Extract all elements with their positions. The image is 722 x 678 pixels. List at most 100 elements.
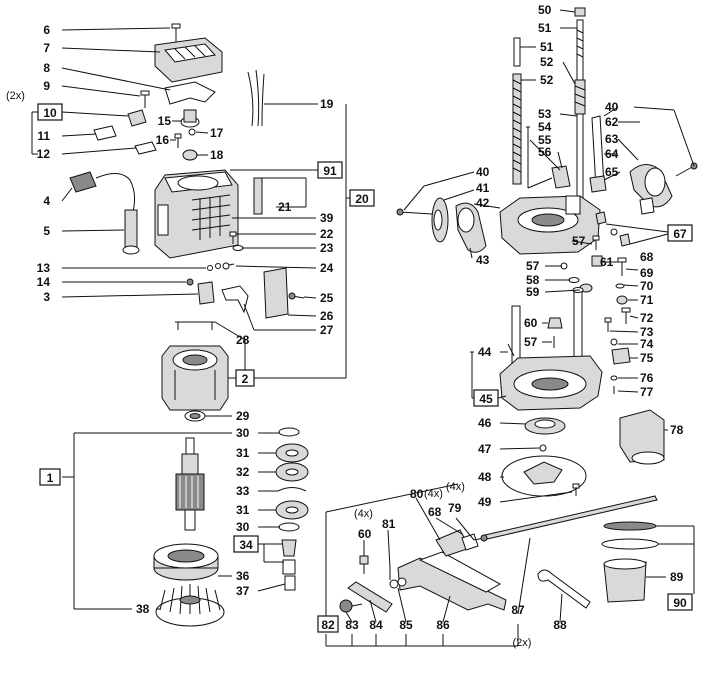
screw-60b [359, 555, 369, 574]
motor-housing-91 [154, 169, 239, 259]
bearing-32 [275, 462, 309, 482]
qty-86: (2x) [513, 637, 532, 649]
screw-16 [174, 133, 182, 148]
power-cord-4 [69, 171, 136, 216]
base-disc-48 [501, 455, 587, 497]
label-20: 20 [355, 192, 369, 206]
label-91: 91 [323, 164, 337, 178]
label-87: 87 [511, 603, 525, 617]
qty-68: (4x) [424, 488, 443, 500]
label-31a: 31 [236, 446, 250, 460]
qty-79: (4x) [446, 481, 465, 493]
label-69: 69 [640, 266, 654, 280]
cable-19 [247, 69, 265, 127]
label-73: 73 [640, 325, 654, 339]
label-18: 18 [210, 148, 224, 162]
pin-44 [507, 343, 515, 357]
label-39: 39 [320, 211, 334, 225]
label-3: 3 [43, 290, 50, 304]
qty-10: (2x) [6, 90, 25, 102]
ring-90a [603, 521, 657, 531]
field-coil-2 [161, 345, 229, 411]
label-41: 41 [476, 181, 490, 195]
label-54: 54 [538, 120, 552, 134]
label-49: 49 [478, 495, 492, 509]
screw-79 [473, 534, 488, 542]
armature-1 [175, 437, 205, 531]
label-45: 45 [479, 392, 493, 406]
label-72: 72 [640, 311, 654, 325]
circlip-30b [278, 522, 300, 532]
box-20 [349, 189, 375, 207]
label-71: 71 [640, 293, 654, 307]
screw-72 [621, 307, 631, 324]
label-56: 56 [538, 145, 552, 159]
label-85: 85 [399, 618, 413, 632]
leader-lines [31, 9, 695, 647]
brush-15 [180, 109, 200, 128]
ring-76 [610, 375, 618, 381]
label-75: 75 [640, 351, 654, 365]
bearing-29 [184, 410, 206, 422]
label-14: 14 [37, 275, 51, 289]
label-57c: 57 [524, 335, 538, 349]
label-2: 2 [242, 372, 249, 386]
label-67: 67 [673, 227, 687, 241]
box-67 [667, 224, 693, 242]
rod-53 [576, 113, 584, 201]
ring-23 [232, 245, 244, 251]
screw-74 [610, 338, 618, 346]
label-37: 37 [236, 584, 250, 598]
screw-49 [572, 483, 580, 496]
screw-9 [140, 90, 150, 108]
screw-14 [186, 278, 194, 286]
ring-58 [568, 277, 580, 283]
ring-90b [601, 538, 659, 550]
label-59: 59 [526, 285, 540, 299]
label-7: 7 [43, 41, 50, 55]
label-34: 34 [239, 538, 253, 552]
label-53: 53 [538, 107, 552, 121]
lever-56 [551, 165, 571, 189]
label-84: 84 [369, 618, 383, 632]
box-91 [317, 161, 343, 179]
fan-38 [155, 584, 225, 627]
label-55: 55 [538, 133, 552, 147]
base-plate-45 [499, 287, 603, 411]
label-57b: 57 [526, 259, 540, 273]
label-31b: 31 [236, 503, 250, 517]
label-52a: 52 [540, 73, 554, 87]
label-30a: 30 [236, 426, 250, 440]
label-82: 82 [321, 618, 335, 632]
handle-63 [629, 164, 673, 208]
deflector-78 [619, 409, 665, 465]
label-64: 64 [605, 147, 619, 161]
cover-7 [154, 37, 223, 83]
label-17: 17 [210, 126, 224, 140]
label-58: 58 [526, 273, 540, 287]
ring-17 [188, 128, 196, 136]
disc-41 [431, 197, 449, 243]
nut-85 [389, 577, 407, 589]
box-1 [39, 468, 61, 486]
trigger-27 [221, 285, 249, 314]
box-45 [473, 389, 499, 407]
label-47: 47 [478, 442, 492, 456]
screw-40a [396, 208, 433, 216]
label-68a: 68 [640, 250, 654, 264]
label-43: 43 [476, 253, 490, 267]
switch-3 [197, 281, 215, 305]
screw-47 [539, 444, 547, 452]
label-16: 16 [156, 133, 170, 147]
label-9: 9 [43, 79, 50, 93]
label-57a: 57 [572, 234, 586, 248]
label-33: 33 [236, 484, 250, 498]
collet-34 [281, 539, 297, 575]
bearing-31a [275, 443, 309, 463]
screw-57a [592, 235, 600, 250]
screw-68 [617, 257, 627, 276]
label-46: 46 [478, 416, 492, 430]
bar-84 [347, 581, 393, 613]
